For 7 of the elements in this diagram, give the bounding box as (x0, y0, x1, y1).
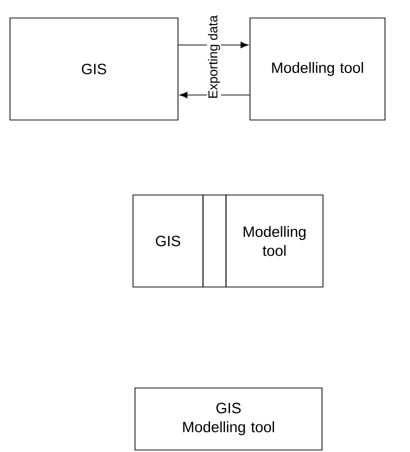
text-box: GIS (10, 18, 178, 120)
text-box: GIS Modelling tool (134, 388, 322, 450)
rotated-label: Exporting data (208, 15, 220, 98)
text-box: Modelling tool (226, 194, 324, 288)
narrow-box (202, 194, 226, 288)
text-box: GIS (132, 194, 204, 288)
text-box: Modelling tool (250, 18, 386, 120)
